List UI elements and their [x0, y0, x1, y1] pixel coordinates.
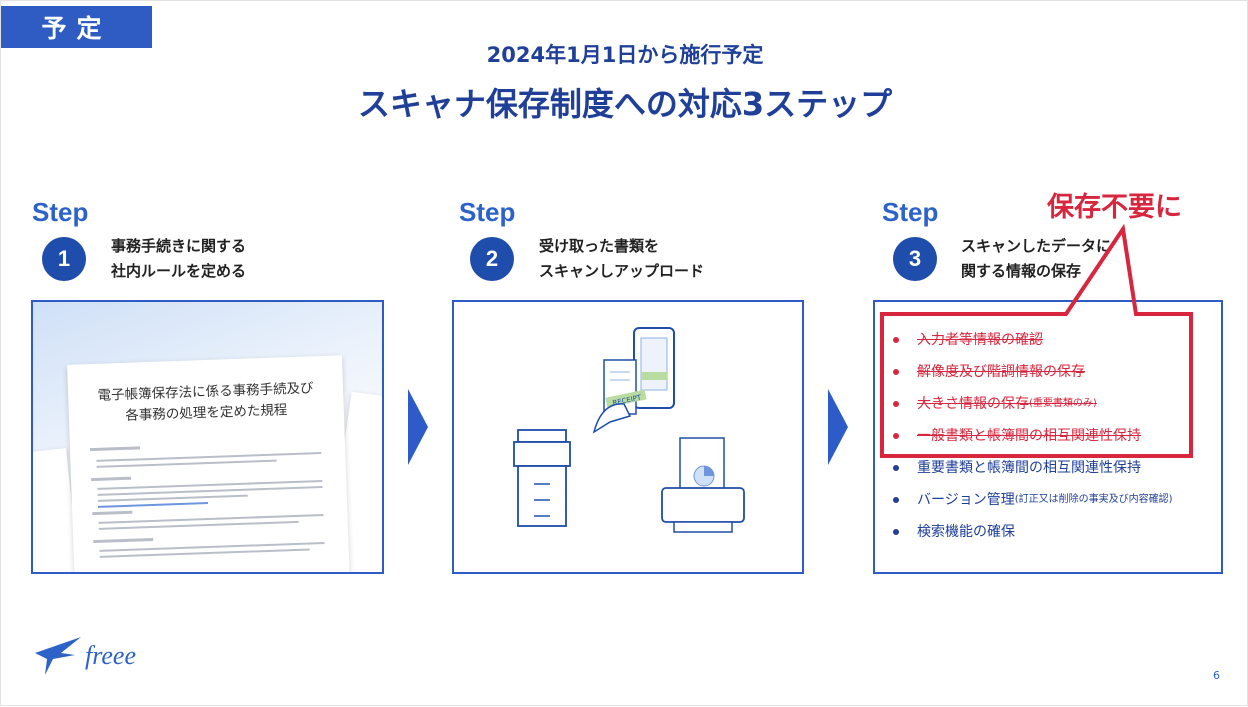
step-1-label: Step	[32, 197, 89, 227]
requirement-text: 解像度及び階調情報の保存	[917, 364, 1085, 380]
bullet-icon	[893, 465, 899, 471]
bullet-icon	[893, 401, 899, 407]
requirements-list: 入力者等情報の確認解像度及び階調情報の保存大きさ情報の保存(重要書類のみ)一般書…	[889, 324, 1173, 548]
requirement-item: バージョン管理(訂正又は削除の事実及び内容確認)	[889, 484, 1173, 516]
step-1-description: 事務手続きに関する 社内ルールを定める	[111, 234, 246, 284]
bullet-icon	[893, 529, 899, 535]
document-body-text-icon	[89, 446, 325, 558]
step-2-label: Step	[459, 197, 516, 227]
bullet-icon	[893, 337, 899, 343]
step-2-line1: 受け取った書類を	[539, 237, 660, 255]
arrow-right-icon	[408, 389, 428, 465]
regulation-document: 電子帳簿保存法に係る事務手続及び 各事務の処理を定めた規程	[67, 355, 350, 572]
step-1-line1: 事務手続きに関する	[111, 237, 247, 255]
requirement-text: 入力者等情報の確認	[917, 332, 1043, 348]
requirement-item: 解像度及び階調情報の保存	[889, 356, 1173, 388]
copy-machine-icon	[513, 429, 571, 527]
requirement-note: (重要書類のみ)	[1029, 398, 1097, 409]
scan-upload-illustration-icon: RECEIPT	[513, 327, 745, 533]
step-1-line2: 社内ルールを定める	[111, 262, 247, 280]
requirement-item: 検索機能の確保	[889, 516, 1173, 548]
requirement-text: 検索機能の確保	[917, 524, 1015, 540]
requirement-text: 大きさ情報の保存	[917, 396, 1029, 412]
step-1-number: 1	[42, 237, 86, 281]
step-3-line2: 関する情報の保存	[961, 262, 1082, 280]
step-2-number: 2	[470, 237, 514, 281]
receipt-icon: RECEIPT	[592, 359, 647, 434]
requirement-item: 重要書類と帳簿間の相互関連性保持	[889, 452, 1173, 484]
requirement-text: バージョン管理	[917, 492, 1015, 508]
requirement-item: 入力者等情報の確認	[889, 324, 1173, 356]
slide-title: スキャナ保存制度への対応3ステップ	[357, 85, 893, 123]
freee-logo-text: freee	[85, 641, 136, 670]
freee-bird-logo-icon	[35, 637, 81, 675]
requirement-item: 一般書類と帳簿間の相互関連性保持	[889, 420, 1173, 452]
step-3-line1: スキャンしたデータに	[961, 237, 1112, 255]
step-2-line2: スキャンしアップロード	[539, 262, 705, 280]
arrow-right-icon-2	[828, 389, 848, 465]
slide-subtitle: 2024年1月1日から施行予定	[486, 43, 764, 67]
requirement-text: 一般書類と帳簿間の相互関連性保持	[917, 428, 1141, 444]
step-3-description: スキャンしたデータに 関する情報の保存	[961, 234, 1111, 284]
page-number: 6	[1213, 669, 1220, 682]
requirement-text: 重要書類と帳簿間の相互関連性保持	[917, 460, 1141, 476]
step-3-panel: 入力者等情報の確認解像度及び階調情報の保存大きさ情報の保存(重要書類のみ)一般書…	[873, 300, 1223, 574]
step-1-panel: 電子帳簿保存法に係る事務手続及び 各事務の処理を定めた規程	[31, 300, 384, 574]
step-3-number: 3	[893, 237, 937, 281]
step-2-description: 受け取った書類を スキャンしアップロード	[539, 234, 704, 284]
step-3-label: Step	[882, 197, 939, 227]
step-2-panel: RECEIPT	[452, 300, 804, 574]
bullet-icon	[893, 433, 899, 439]
callout-label: 保存不要に	[1047, 192, 1182, 223]
requirement-item: 大きさ情報の保存(重要書類のみ)	[889, 388, 1173, 420]
requirement-note: (訂正又は削除の事実及び内容確認)	[1014, 494, 1173, 505]
bullet-icon	[893, 497, 899, 503]
printer-icon	[661, 437, 745, 533]
bullet-icon	[893, 369, 899, 375]
status-tag: 予定	[1, 6, 152, 48]
